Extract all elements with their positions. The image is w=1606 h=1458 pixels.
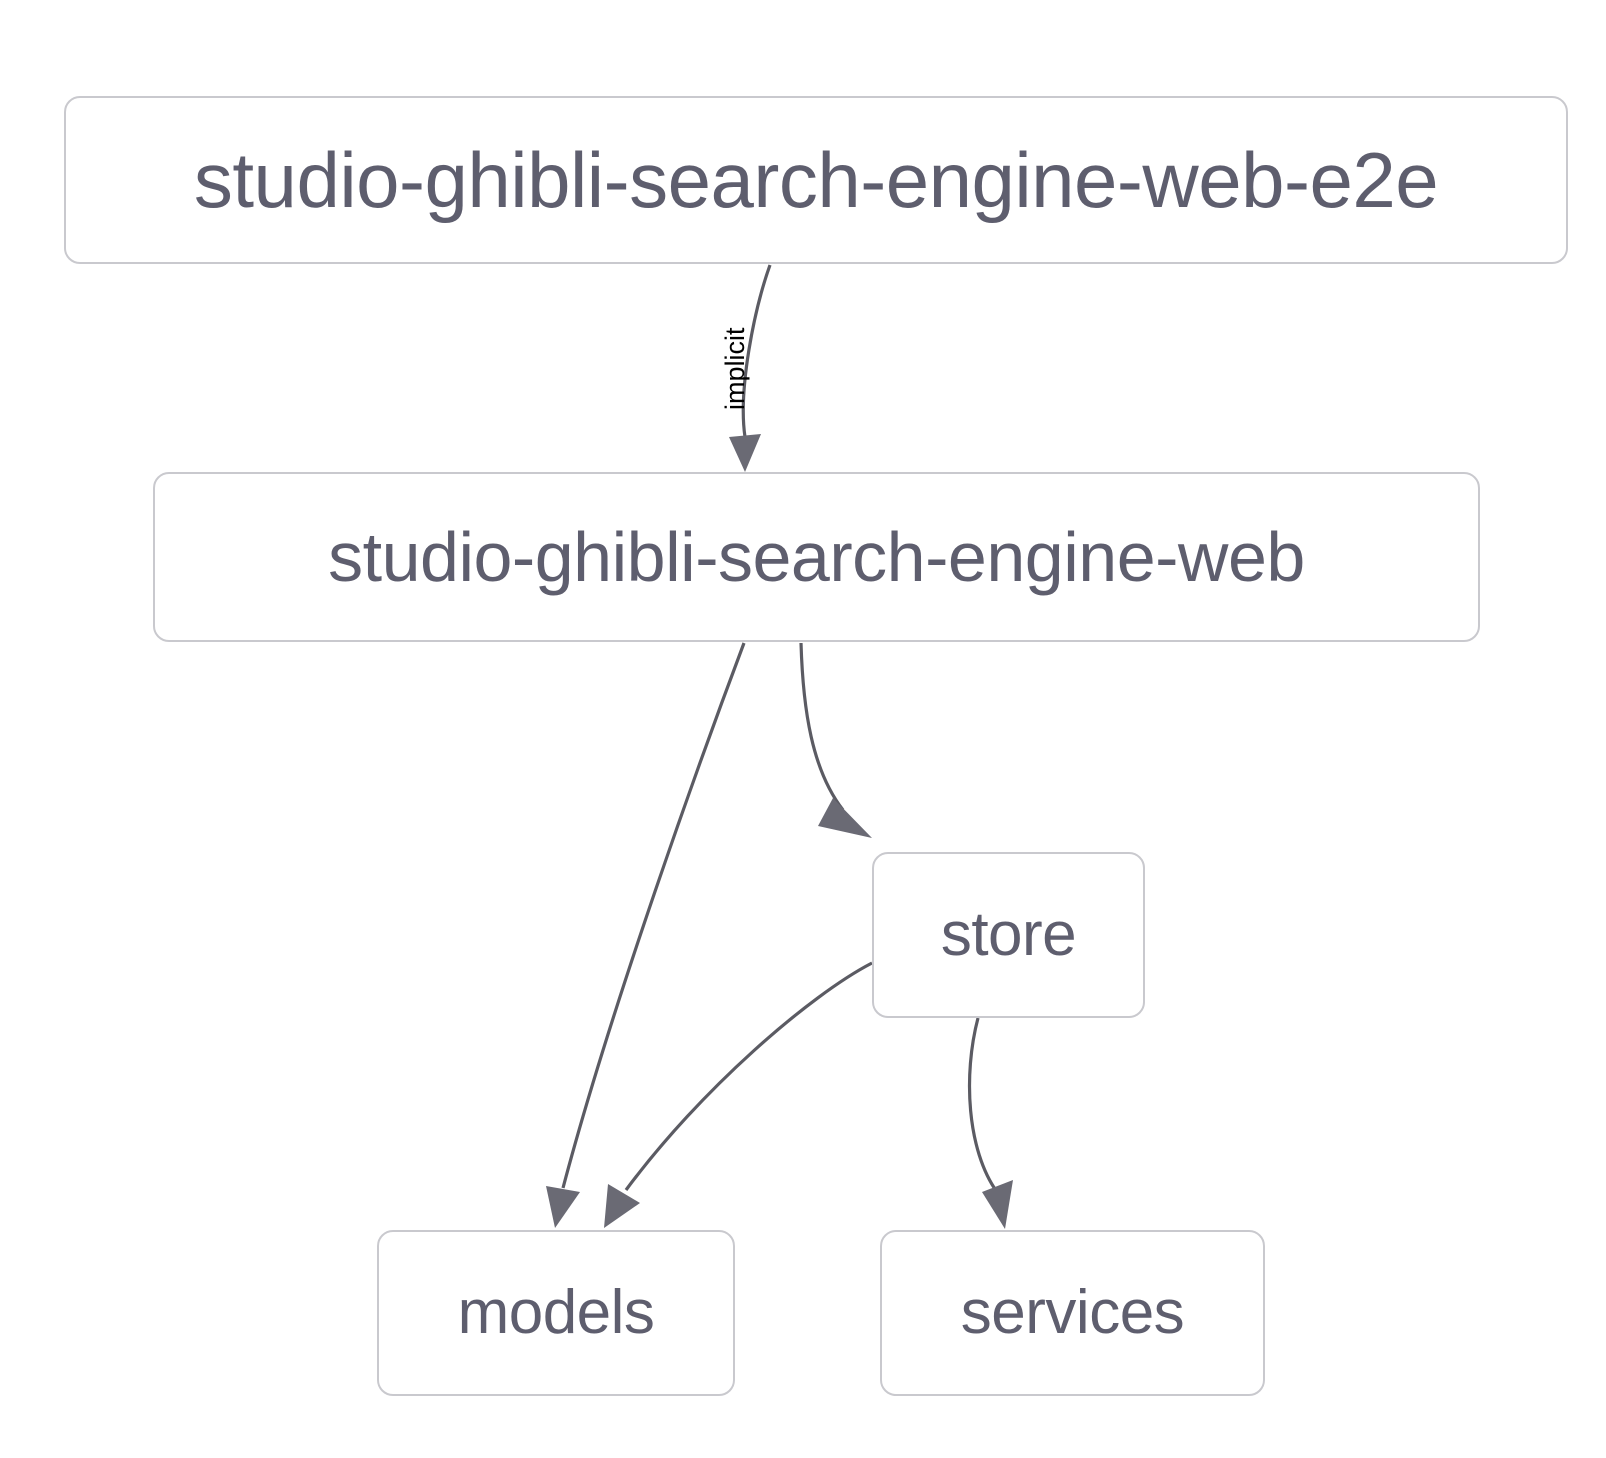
node-studio-ghibli-search-engine-web-e2e[interactable]: studio-ghibli-search-engine-web-e2e — [64, 96, 1568, 264]
arrowhead-icon — [604, 1184, 640, 1228]
node-label: services — [960, 1278, 1185, 1347]
edge-web-to-models — [546, 642, 746, 1228]
edge-path — [561, 642, 746, 1189]
arrowhead-icon — [729, 434, 761, 472]
node-label: studio-ghibli-search-engine-web — [328, 518, 1305, 596]
node-label: studio-ghibli-search-engine-web-e2e — [193, 136, 1439, 224]
edge-path — [799, 642, 845, 811]
edge-store-to-services — [967, 1017, 1013, 1229]
node-models[interactable]: models — [377, 1230, 735, 1396]
edge-path — [967, 1017, 999, 1193]
arrowhead-icon — [982, 1180, 1013, 1229]
edge-label-implicit: implicit — [720, 327, 750, 410]
node-label: models — [457, 1278, 655, 1347]
edge-path — [741, 264, 772, 438]
edge-web-to-store — [799, 642, 872, 838]
node-store[interactable]: store — [872, 852, 1145, 1018]
arrowhead-icon — [818, 798, 872, 838]
edge-path — [624, 961, 873, 1191]
arrowhead-icon — [546, 1186, 580, 1228]
node-label: store — [940, 900, 1077, 969]
edge-store-to-models — [604, 961, 873, 1228]
node-studio-ghibli-search-engine-web[interactable]: studio-ghibli-search-engine-web — [153, 472, 1480, 642]
edge-e2e-to-web — [729, 264, 772, 472]
node-services[interactable]: services — [880, 1230, 1265, 1396]
